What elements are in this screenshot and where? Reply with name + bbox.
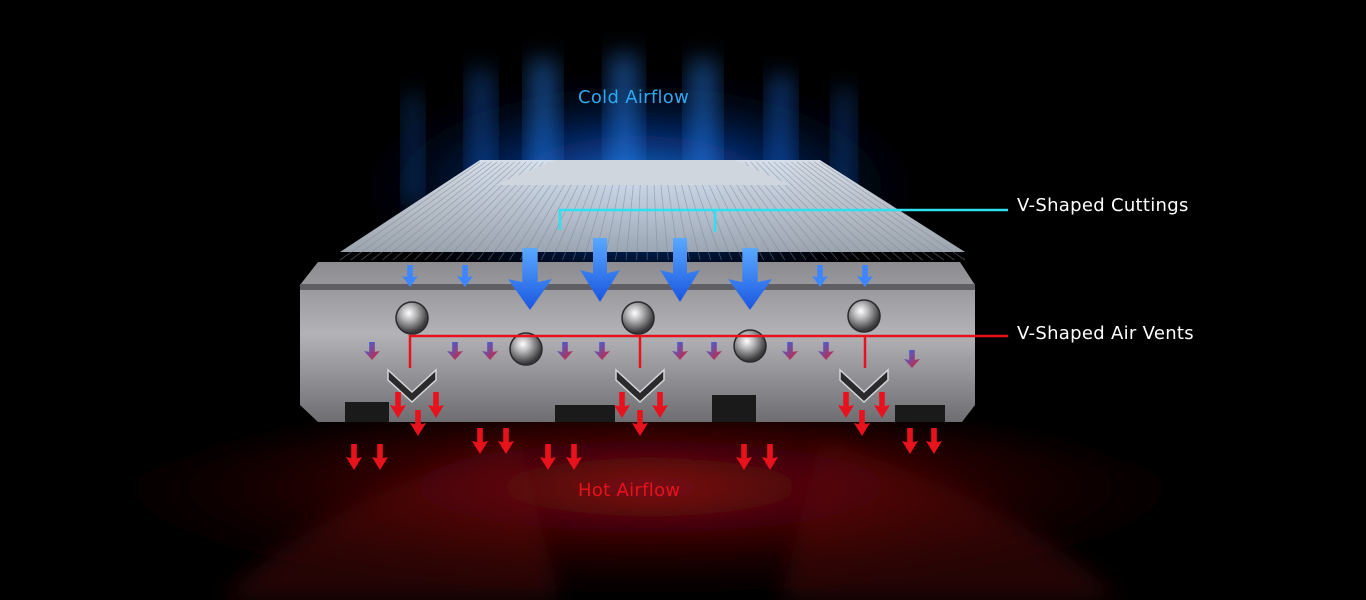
hot-arrow-icon (652, 392, 668, 418)
hot-arrow-icon (472, 428, 488, 454)
v-shaped-air-vents-label: V-Shaped Air Vents (1017, 323, 1194, 344)
v-shaped-cuttings-label: V-Shaped Cuttings (1017, 195, 1189, 216)
hot-arrow-icon (498, 428, 514, 454)
mixed-arrow-icon (672, 342, 688, 360)
hot-arrow-icon (614, 392, 630, 418)
heatpipe-icon (733, 329, 767, 363)
cold-arrow-icon (580, 238, 620, 302)
mixed-arrow-icon (782, 342, 798, 360)
hot-arrow-icon (854, 410, 870, 436)
hot-arrow-icon (874, 392, 890, 418)
hot-arrow-icon (902, 428, 918, 454)
cold-arrow-icon (857, 265, 873, 287)
mixed-arrow-icon (447, 342, 463, 360)
mixed-arrow-icon (904, 350, 920, 368)
heatpipe-icon (509, 332, 543, 366)
v-shaped-vents (387, 368, 889, 404)
mixed-arrow-icon (364, 342, 380, 360)
cold-arrow-icon (660, 238, 700, 302)
cold-arrow-icon (457, 265, 473, 287)
hot-arrow-icon (428, 392, 444, 418)
hot-arrow-icon (410, 410, 426, 436)
v-vent-icon (839, 368, 889, 404)
v-vent-icon (615, 368, 665, 404)
mixed-arrow-icon (706, 342, 722, 360)
hot-airflow-glow (90, 410, 1210, 600)
heatpipe-icon (847, 299, 881, 333)
hot-arrow-icon (566, 444, 582, 470)
heatpipe-caps (395, 299, 881, 366)
airflow-arrows (346, 238, 942, 470)
hot-arrow-icon (838, 392, 854, 418)
hot-arrow-icon (540, 444, 556, 470)
cuttings-callout-line (558, 208, 1008, 232)
cold-arrow-icon (508, 248, 552, 310)
v-vent-icon (387, 368, 437, 404)
vents-callout-line (408, 334, 1008, 368)
hot-arrow-icon (632, 410, 648, 436)
hot-arrow-icon (372, 444, 388, 470)
hot-arrow-icon (346, 444, 362, 470)
mixed-arrow-icon (594, 342, 610, 360)
cold-airflow-label: Cold Airflow (578, 87, 690, 108)
cold-arrow-icon (728, 248, 772, 310)
mixed-arrow-icon (818, 342, 834, 360)
mixed-arrow-icon (482, 342, 498, 360)
cold-arrow-icon (402, 265, 418, 287)
mixed-arrow-icon (557, 342, 573, 360)
cold-arrow-icon (812, 265, 828, 287)
heatpipe-icon (621, 301, 655, 335)
hot-arrow-icon (390, 392, 406, 418)
hot-arrow-icon (926, 428, 942, 454)
heatsink (300, 160, 975, 422)
hot-airflow-label: Hot Airflow (578, 480, 681, 501)
hot-arrow-icon (736, 444, 752, 470)
hot-arrow-icon (762, 444, 778, 470)
heatpipe-icon (395, 301, 429, 335)
